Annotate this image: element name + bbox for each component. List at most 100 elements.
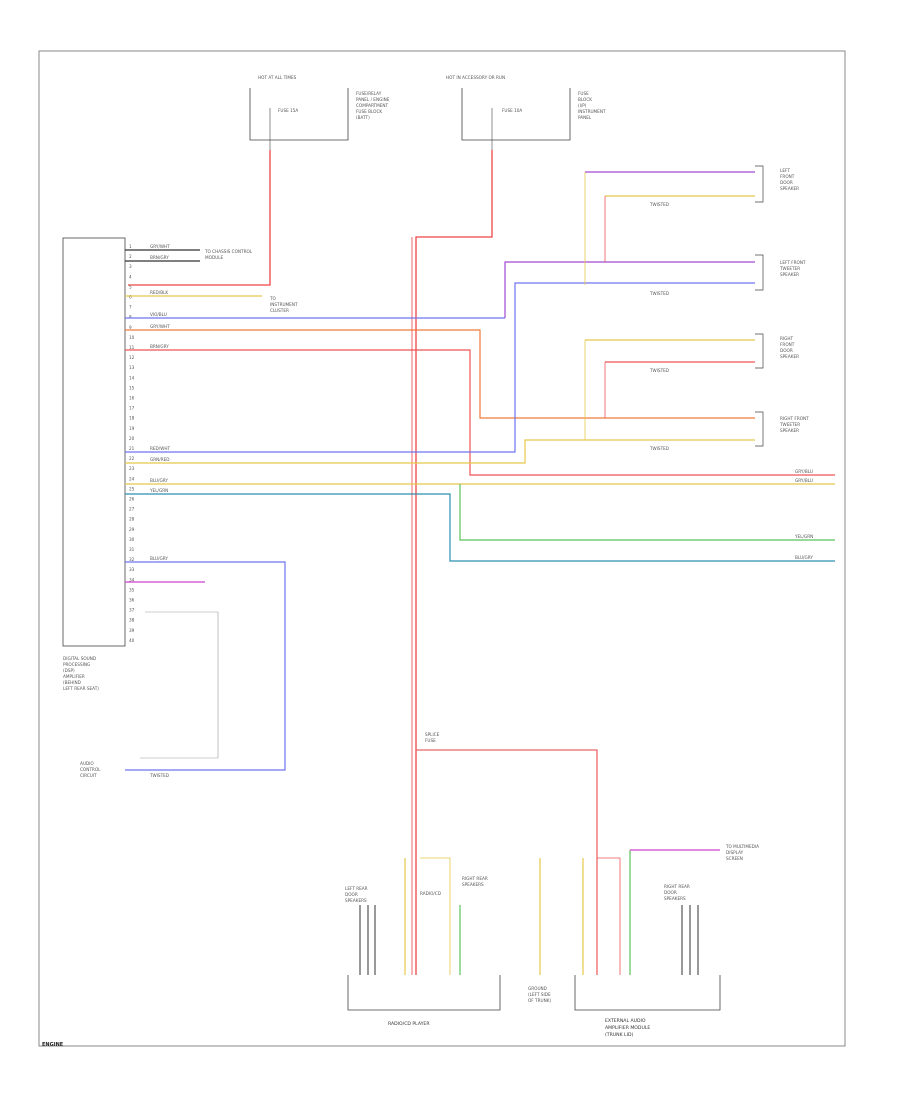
svg-text:SPEAKER: SPEAKER: [780, 272, 799, 277]
svg-text:CLUSTER: CLUSTER: [270, 308, 289, 313]
radio-label: RADIO/CD PLAYER: [388, 1021, 430, 1027]
svg-text:AMPLIFIER: AMPLIFIER: [63, 674, 85, 679]
svg-text:TWISTED: TWISTED: [649, 368, 669, 373]
svg-text:GRN/RED: GRN/RED: [150, 457, 169, 462]
svg-text:GRY/BLU: GRY/BLU: [795, 478, 813, 483]
fuse-box-left-fuse: FUSE 15A: [278, 108, 298, 113]
module-pin-12: 12: [129, 355, 135, 360]
module-pin-9: 9: [129, 325, 132, 330]
module-pin-34: 34: [129, 577, 135, 582]
fuse-box-right: HOT IN ACCESSORY OR RUN FUSE 10A FUSE BL…: [446, 75, 606, 150]
svg-text:TO MULTIMEDIA: TO MULTIMEDIA: [725, 844, 759, 849]
svg-text:GRY/WHT: GRY/WHT: [150, 244, 170, 249]
svg-text:SPEAKER: SPEAKER: [780, 186, 799, 191]
module-pin-14: 14: [129, 375, 135, 380]
svg-text:BRN/GRY: BRN/GRY: [150, 255, 169, 260]
fuse-box-left-header: HOT AT ALL TIMES: [258, 75, 297, 80]
svg-text:PROCESSING: PROCESSING: [63, 662, 90, 667]
svg-text:LEFT REAR: LEFT REAR: [345, 886, 368, 891]
upper-wire-notes: TO CHASSIS CONTROL MODULE TO INSTRUMENT …: [204, 249, 298, 313]
svg-text:SPEAKER: SPEAKER: [780, 354, 799, 359]
module-pin-11: 11: [129, 345, 135, 350]
module-pin-26: 26: [129, 497, 135, 502]
svg-text:(BATT): (BATT): [356, 115, 370, 120]
svg-text:LEFT: LEFT: [780, 168, 790, 173]
svg-text:RADIO/CD: RADIO/CD: [420, 891, 441, 896]
svg-text:SPEAKERS: SPEAKERS: [462, 882, 484, 887]
module-pin-6: 6: [129, 295, 132, 300]
module-wire-labels: GRY/WHT BRN/GRY RED/BLK VIO/BLU GRY/WHT …: [149, 244, 170, 561]
svg-text:DOOR: DOOR: [780, 348, 793, 353]
module-pin-31: 31: [129, 547, 135, 552]
speaker-right-front-tweeter: [755, 411, 764, 447]
module-pin-40: 40: [129, 638, 135, 643]
svg-text:RED/BLK: RED/BLK: [150, 290, 168, 295]
module-pin-33: 33: [129, 567, 135, 572]
svg-text:FUSE BLOCK: FUSE BLOCK: [356, 109, 382, 114]
module-pin-25: 25: [129, 486, 135, 491]
module-pin-39: 39: [129, 628, 135, 633]
svg-text:EXTERNAL AUDIO: EXTERNAL AUDIO: [605, 1018, 646, 1024]
fuse-box-right-fuse: FUSE 10A: [502, 108, 522, 113]
svg-text:CONTROL: CONTROL: [80, 767, 101, 772]
svg-text:SPEAKER: SPEAKER: [780, 428, 799, 433]
module-pin-5: 5: [129, 284, 132, 289]
svg-text:SCREEN: SCREEN: [726, 856, 743, 861]
module-pin-4: 4: [129, 274, 132, 279]
svg-text:DOOR: DOOR: [780, 180, 793, 185]
module-pin-38: 38: [129, 618, 135, 623]
fuse-box-left: HOT AT ALL TIMES FUSE 15A FUSE/RELAY PAN…: [249, 75, 390, 150]
footer-label: ENGINE: [42, 1042, 64, 1048]
svg-text:GRY/WHT: GRY/WHT: [150, 324, 170, 329]
module-pin-16: 16: [129, 396, 135, 401]
svg-text:YEL/GRN: YEL/GRN: [149, 488, 168, 493]
svg-text:SPLICE: SPLICE: [425, 732, 440, 737]
svg-text:(TRUNK LID): (TRUNK LID): [605, 1032, 634, 1038]
module-pin-29: 29: [129, 527, 135, 532]
svg-text:FRONT: FRONT: [780, 174, 795, 179]
module-pin-20: 20: [129, 436, 135, 441]
svg-text:DOOR: DOOR: [664, 890, 677, 895]
bottom-labels: LEFT REAR DOOR SPEAKERS RIGHT REAR SPEAK…: [345, 732, 759, 1003]
module-pin-8: 8: [129, 315, 132, 320]
fuse-box-right-header: HOT IN ACCESSORY OR RUN: [446, 75, 505, 80]
svg-text:FUSE: FUSE: [425, 738, 436, 743]
dsp-amplifier-module: [62, 237, 126, 647]
power-feed-wires: [128, 150, 598, 975]
svg-text:OF TRUNK): OF TRUNK): [528, 998, 551, 1003]
svg-text:SPEAKERS: SPEAKERS: [664, 896, 686, 901]
svg-text:TWISTED: TWISTED: [649, 291, 669, 296]
svg-text:RED/WHT: RED/WHT: [150, 446, 170, 451]
svg-text:VIO/BLU: VIO/BLU: [150, 312, 167, 317]
module-pin-35: 35: [129, 587, 135, 592]
svg-text:YEL/GRN: YEL/GRN: [794, 534, 813, 539]
svg-text:BRN/GRY: BRN/GRY: [150, 344, 169, 349]
svg-text:PANEL: PANEL: [578, 115, 592, 120]
svg-text:TWEETER: TWEETER: [779, 266, 800, 271]
svg-text:GROUND: GROUND: [528, 986, 547, 991]
bottom-wires: [359, 849, 720, 975]
svg-text:TO CHASSIS CONTROL: TO CHASSIS CONTROL: [204, 249, 253, 254]
module-pin-23: 23: [129, 466, 135, 471]
module-pin-19: 19: [129, 426, 135, 431]
speaker-right-front-door: [584, 333, 764, 440]
svg-text:AUDIO: AUDIO: [80, 761, 94, 766]
module-pin-37: 37: [129, 608, 135, 613]
svg-text:COMPARTMENT: COMPARTMENT: [356, 103, 389, 108]
svg-text:RIGHT FRONT: RIGHT FRONT: [780, 416, 809, 421]
right-connectors: GRY/BLU GRY/BLU YEL/GRN BLU/GRY: [794, 469, 813, 560]
module-pin-17: 17: [129, 406, 135, 411]
svg-text:(BEHIND: (BEHIND: [63, 680, 81, 685]
svg-text:DISPLAY: DISPLAY: [726, 850, 744, 855]
module-pin-21: 21: [129, 446, 135, 451]
speaker-left-front-tweeter: [755, 254, 764, 291]
module-pin-30: 30: [129, 537, 135, 542]
svg-text:(I/P): (I/P): [578, 103, 587, 108]
module-pin-22: 22: [129, 456, 135, 461]
svg-text:FUSE/RELAY: FUSE/RELAY: [356, 91, 382, 96]
svg-text:RIGHT REAR: RIGHT REAR: [664, 884, 690, 889]
module-pin-15: 15: [129, 385, 135, 390]
module-pin-2: 2: [129, 254, 132, 259]
svg-text:BLOCK: BLOCK: [578, 97, 592, 102]
svg-text:MODULE: MODULE: [205, 255, 224, 260]
